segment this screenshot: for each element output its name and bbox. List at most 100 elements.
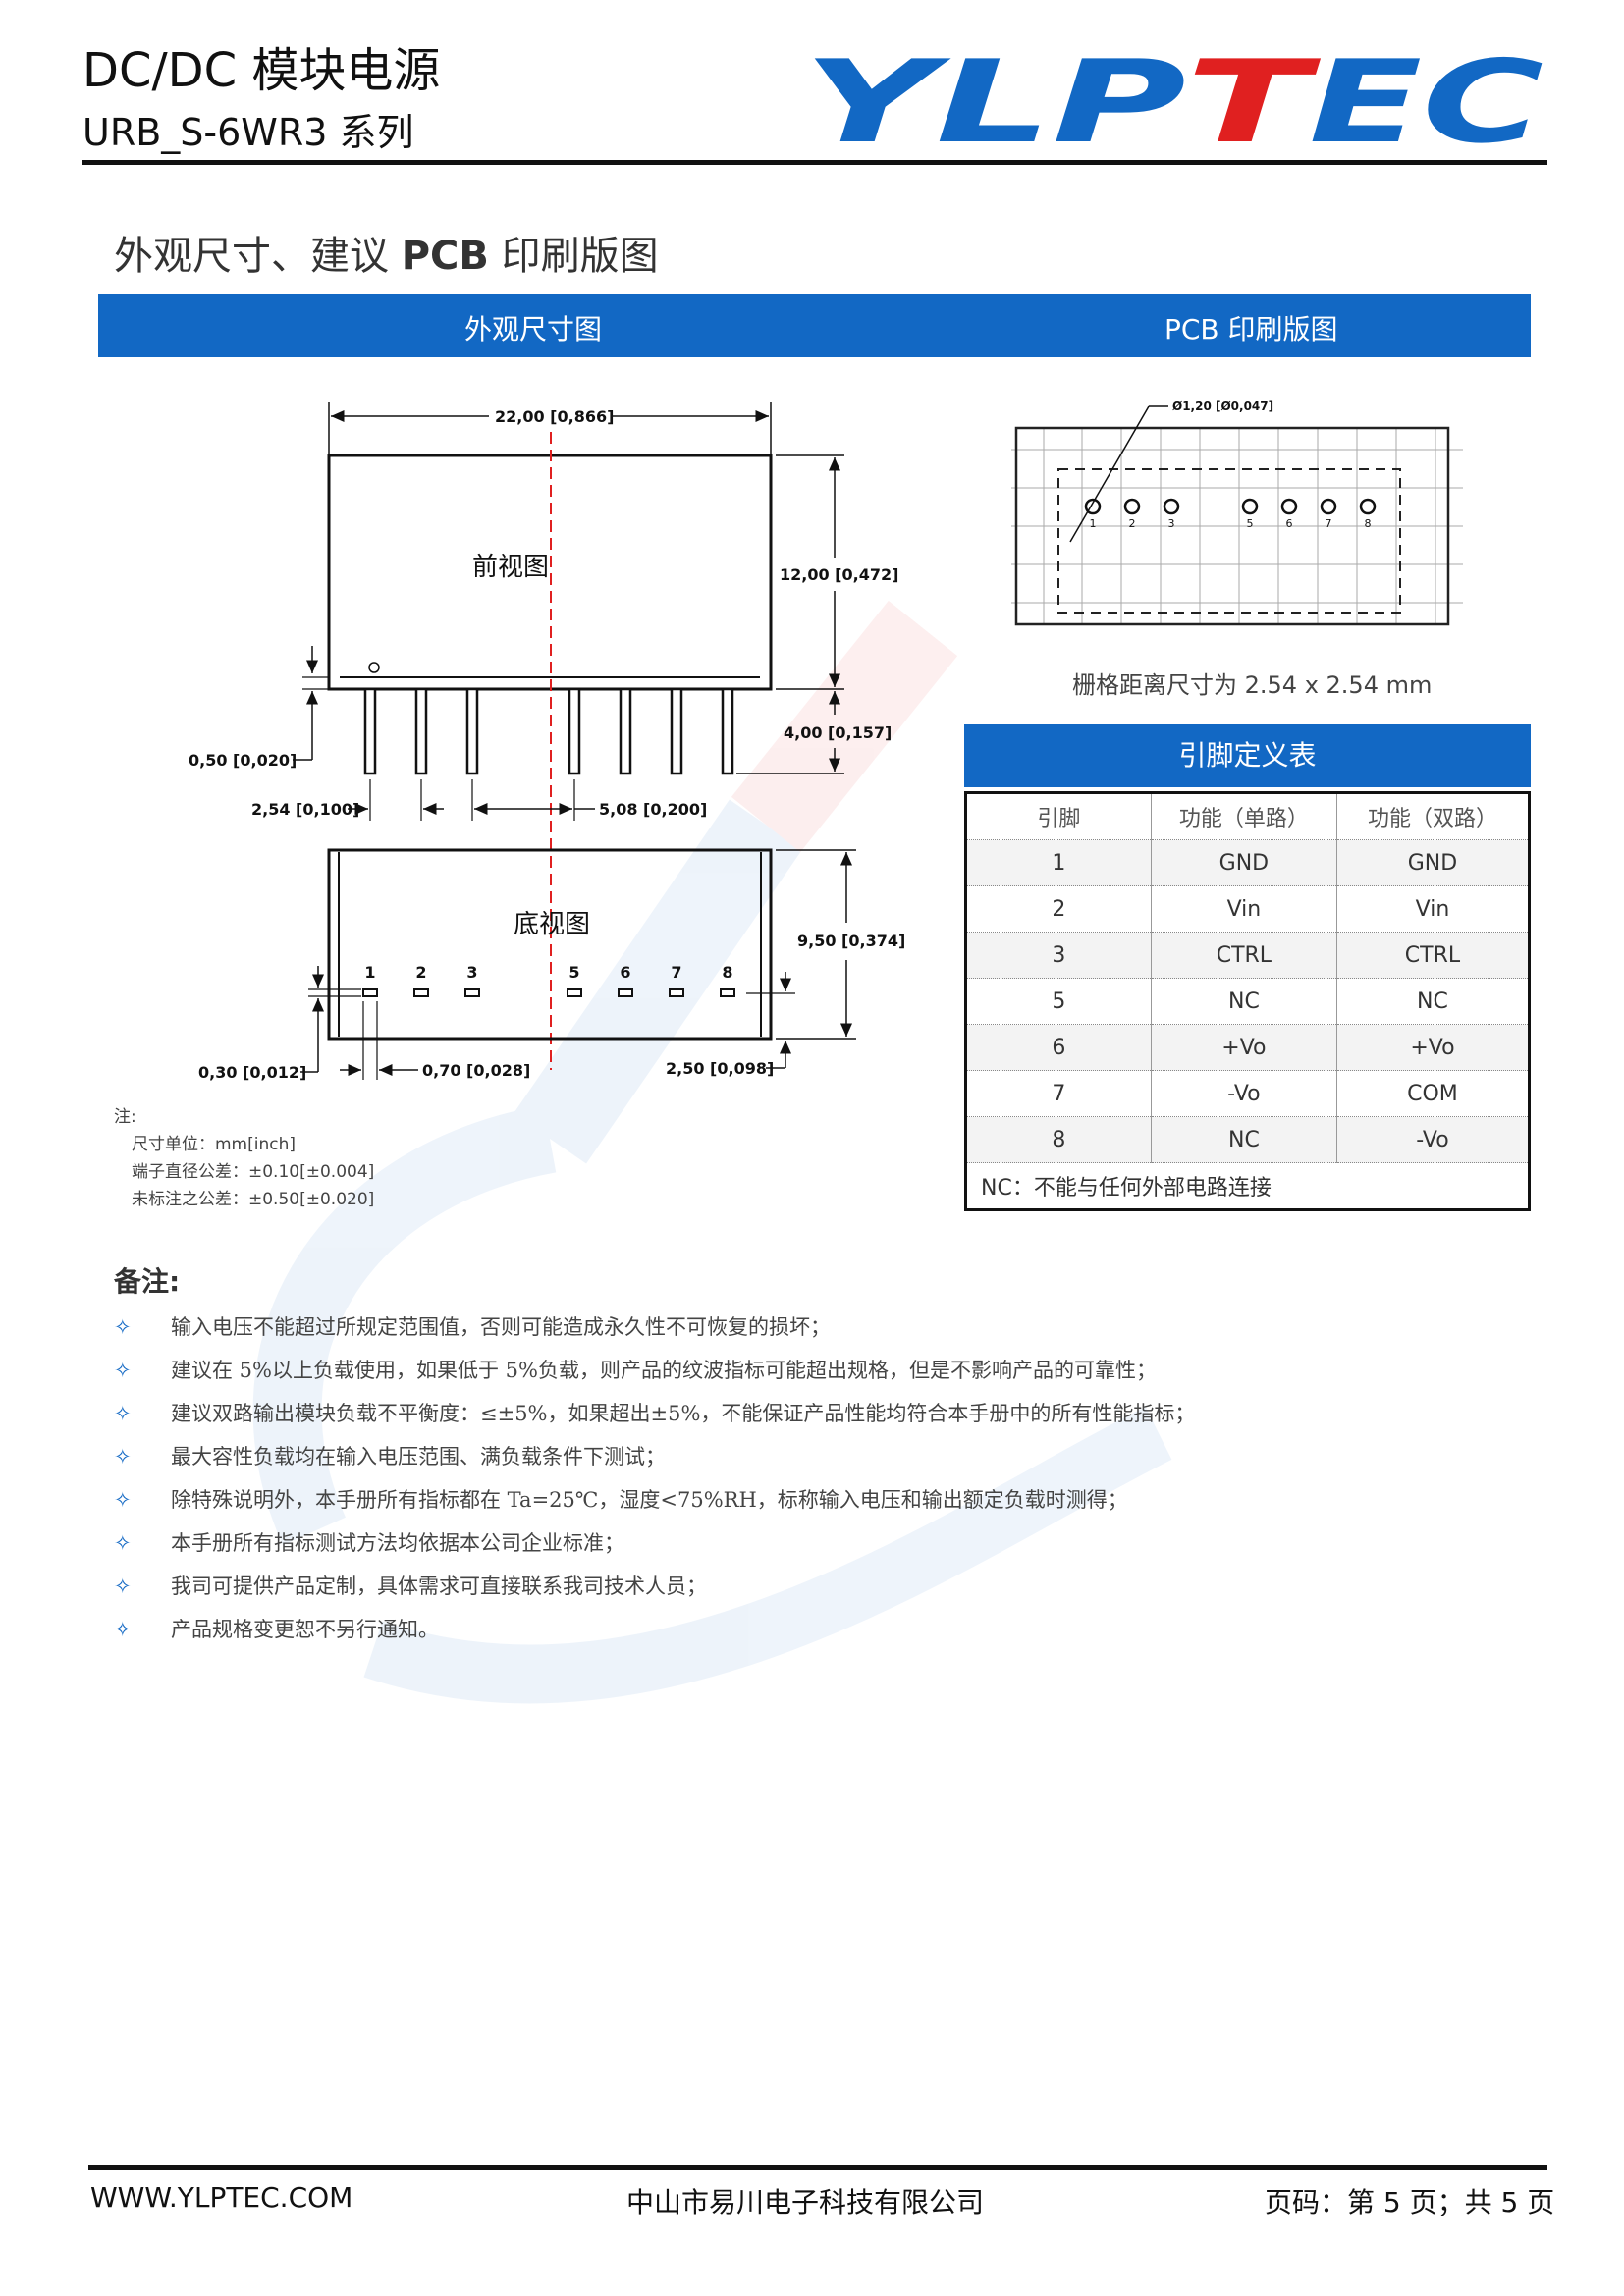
pcb-layout-label: PCB 印刷版图 — [1164, 313, 1338, 346]
dim-width: 22,00 [0,866] — [495, 407, 614, 426]
pin-number: 7 — [965, 1070, 1152, 1117]
list-item: ✧ 除特殊说明外，本手册所有指标都在 Ta=25℃，湿度<75%RH，标称输入电压… — [114, 1478, 1195, 1522]
table-row: 1 GND GND — [965, 839, 1530, 886]
bottom-pin-label: 7 — [671, 963, 681, 982]
pin-function-single: -Vo — [1150, 1070, 1337, 1117]
pin-number: 2 — [965, 885, 1152, 933]
bottom-pin-label: 2 — [415, 963, 426, 982]
bottom-pin-label: 6 — [620, 963, 630, 982]
remark-text: 产品规格变更恕不另行通知。 — [171, 1618, 439, 1641]
pin-number: 6 — [965, 1024, 1152, 1071]
ylptec-logo: YLP T EC — [803, 45, 1543, 145]
pin-function-single: +Vo — [1150, 1024, 1337, 1071]
pin-function-dual: GND — [1335, 839, 1530, 886]
pin-function-dual: CTRL — [1335, 932, 1530, 979]
pin-number: 5 — [965, 978, 1152, 1025]
bullet-icon: ✧ — [114, 1402, 132, 1425]
table-row: 2 Vin Vin — [965, 885, 1530, 933]
list-item: ✧我司可提供产品定制，具体需求可直接联系我司技术人员； — [114, 1565, 1195, 1608]
section-header-bar: 外观尺寸图 PCB 印刷版图 — [98, 294, 1531, 357]
bullet-icon: ✧ — [114, 1488, 132, 1512]
pin-function-single: Vin — [1150, 885, 1337, 933]
dim-pin-length: 4,00 [0,157] — [784, 723, 892, 742]
list-item: ✧ 建议双路输出模块负载不平衡度：≤±5%，如果超出±5%，不能保证产品性能均符合… — [114, 1392, 1195, 1435]
pcb-pin-label: 3 — [1168, 517, 1175, 530]
remarks-list: ✧ 输入电压不能超过所规定范围值，否则可能造成永久性不可恢复的损坏； ✧ 建议在 5… — [114, 1306, 1195, 1651]
bottom-pin-label: 8 — [722, 963, 732, 982]
section-title-part: 外观尺寸、建议 — [114, 234, 402, 279]
grid-spacing-note: 栅格距离尺寸为 2.54 x 2.54 mm — [1072, 671, 1433, 699]
pin-number: 1 — [965, 839, 1152, 886]
section-title-bold: PCB — [401, 234, 489, 279]
note-line: 未标注之公差：±0.50[±0.020] — [132, 1190, 375, 1209]
pin-function-dual: COM — [1335, 1070, 1530, 1117]
pin-function-single: GND — [1150, 839, 1337, 886]
hole-diameter-label: Ø1,20 [Ø0,047] — [1172, 400, 1273, 413]
footer-page-number: 页码：第 5 页；共 5 页 — [1265, 2186, 1555, 2218]
list-item: ✧本手册所有指标测试方法均依据本公司企业标准； — [114, 1522, 1195, 1565]
table-row: 7 -Vo COM — [965, 1070, 1530, 1117]
remark-text: 我司可提供产品定制，具体需求可直接联系我司技术人员； — [171, 1575, 707, 1598]
pin-function-single: CTRL — [1150, 932, 1337, 979]
bottom-pin-label: 5 — [568, 963, 579, 982]
remark-text: 建议在 5%以上负载使用，如果低于 5%负载，则产品的纹波指标可能超出规格，但是… — [171, 1359, 1157, 1382]
table-row: 6 +Vo +Vo — [965, 1024, 1530, 1071]
table-row: 5 NC NC — [965, 978, 1530, 1025]
front-view-label: 前视图 — [472, 553, 549, 582]
notes-label: 注: — [114, 1107, 136, 1127]
pcb-pin-label: 5 — [1247, 517, 1254, 530]
bullet-icon: ✧ — [114, 1445, 132, 1468]
table-row: 3 CTRL CTRL — [965, 932, 1530, 979]
pcb-pin-label: 7 — [1326, 517, 1332, 530]
pcb-pin-label: 6 — [1286, 517, 1293, 530]
pin-function-single: NC — [1150, 978, 1337, 1025]
table-row: 8 NC -Vo — [965, 1116, 1530, 1163]
dimension-drawing-label: 外观尺寸图 — [464, 313, 603, 346]
svg-text:YLP: YLP — [803, 45, 1186, 145]
pin-table-title: 引脚定义表 — [964, 724, 1531, 787]
dim-gap: 5,08 [0,200] — [599, 800, 707, 819]
nc-note: NC：不能与任何外部电路连接 — [965, 1162, 1530, 1210]
section-title-part: 印刷版图 — [488, 234, 659, 279]
bullet-icon: ✧ — [114, 1531, 132, 1555]
col-header-single: 功能（单路） — [1150, 792, 1337, 840]
dim-depth: 9,50 [0,374] — [797, 932, 905, 950]
note-line: 端子直径公差：±0.10[±0.004] — [132, 1162, 375, 1182]
bullet-icon: ✧ — [114, 1359, 132, 1382]
pin-function-dual: NC — [1335, 978, 1530, 1025]
note-line: 尺寸单位：mm[inch] — [132, 1135, 297, 1154]
pin-function-dual: +Vo — [1335, 1024, 1530, 1071]
svg-text:EC: EC — [1309, 45, 1543, 145]
pin-number: 3 — [965, 932, 1152, 979]
pin-function-dual: Vin — [1335, 885, 1530, 933]
bullet-icon: ✧ — [114, 1618, 132, 1641]
series-name: URB_S-6WR3 系列 — [82, 111, 414, 154]
pcb-layout-grid: 1 2 3 5 6 7 8 Ø1,20 [Ø0,047] — [1011, 400, 1463, 626]
list-item: ✧ 输入电压不能超过所规定范围值，否则可能造成永久性不可恢复的损坏； — [114, 1306, 1195, 1349]
pin-number: 8 — [965, 1116, 1152, 1163]
bottom-view-label: 底视图 — [514, 910, 590, 939]
dim-pin-thick: 0,30 [0,012] — [198, 1063, 306, 1082]
dim-edge: 2,50 [0,098] — [666, 1059, 774, 1078]
pcb-pin-label: 1 — [1090, 517, 1097, 530]
doc-title: DC/DC 模块电源 — [82, 43, 441, 98]
bottom-pin-label: 1 — [364, 963, 375, 982]
bullet-icon: ✧ — [114, 1315, 132, 1339]
dimension-drawing: 22,00 [0,866] 前视图 12,00 [0,472] 4,00 [0,… — [189, 402, 905, 1082]
table-note-row: NC：不能与任何外部电路连接 — [965, 1162, 1530, 1210]
remark-text: 除特殊说明外，本手册所有指标都在 Ta=25℃，湿度<75%RH，标称输入电压和… — [171, 1488, 1128, 1512]
drawing-notes: 注: 尺寸单位：mm[inch] 端子直径公差：±0.10[±0.004] 未标… — [114, 1103, 374, 1213]
dim-standoff: 0,50 [0,020] — [189, 751, 297, 770]
remark-text: 输入电压不能超过所规定范围值，否则可能造成永久性不可恢复的损坏； — [171, 1315, 831, 1339]
remarks-title: 备注: — [114, 1265, 181, 1298]
dim-pitch: 2,54 [0,100] — [251, 800, 359, 819]
remark-text: 建议双路输出模块负载不平衡度：≤±5%，如果超出±5%，不能保证产品性能均符合本… — [171, 1402, 1196, 1425]
col-header-dual: 功能（双路） — [1335, 792, 1530, 840]
section-title: 外观尺寸、建议 PCB 印刷版图 — [114, 224, 659, 281]
list-item: ✧最大容性负载均在输入电压范围、满负载条件下测试； — [114, 1435, 1195, 1478]
list-item: ✧ 产品规格变更恕不另行通知。 — [114, 1608, 1195, 1651]
dim-height-front: 12,00 [0,472] — [780, 565, 898, 584]
svg-text:T: T — [1186, 45, 1321, 145]
pcb-pin-label: 8 — [1365, 517, 1372, 530]
dim-pin-width: 0,70 [0,028] — [422, 1061, 530, 1080]
